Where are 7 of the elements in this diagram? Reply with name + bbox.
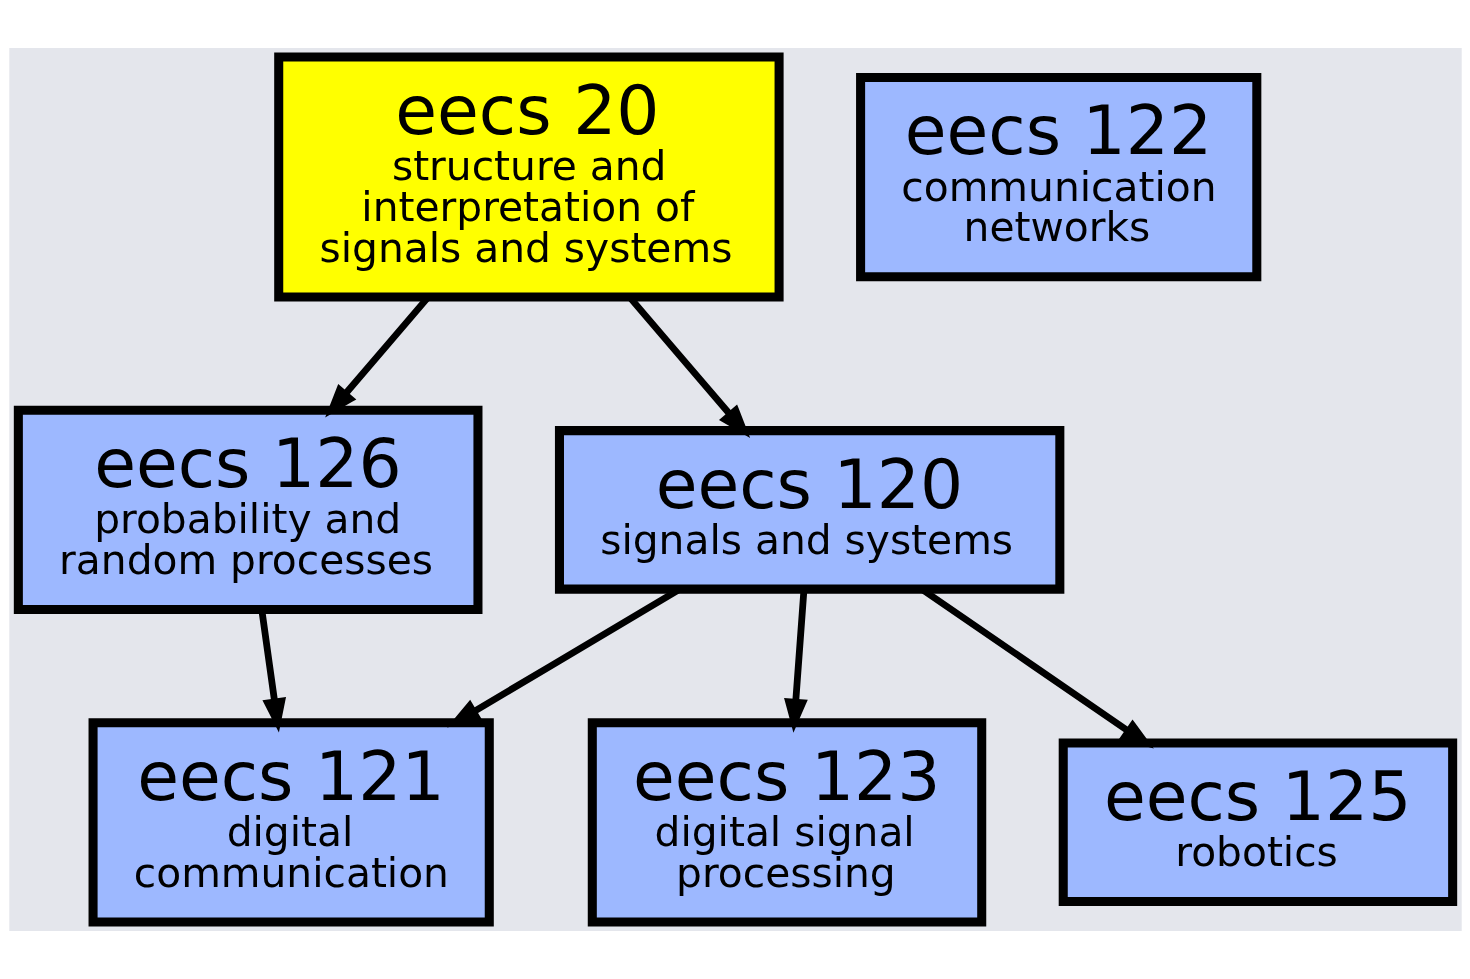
node-box: eecs 122 communication networks (855, 72, 1261, 282)
node-box: eecs 125 robotics (1058, 738, 1457, 907)
node-box: eecs 123 digital signal processing (587, 718, 986, 927)
node-box: eecs 121 digital communication (88, 718, 494, 927)
node-box: eecs 126 probability and random processes (13, 405, 482, 615)
node-box: eecs 20 structure and interpretation of signals and systems (273, 52, 784, 302)
node-box: eecs 120 signals and systems (554, 426, 1064, 594)
